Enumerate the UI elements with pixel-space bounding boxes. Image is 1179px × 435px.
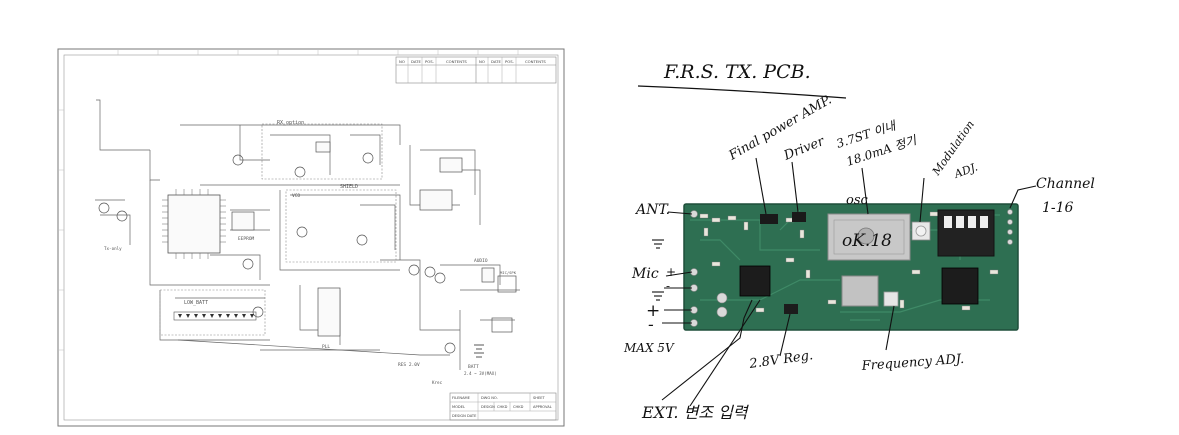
label-tx-only: Tx-only — [104, 246, 122, 251]
label-low-batt: LOW_BATT — [184, 300, 208, 306]
annotation-leaders — [661, 157, 1037, 407]
label-audio: AUDIO — [474, 258, 488, 264]
label-mic-spk: MIC/SPK — [500, 270, 517, 275]
rev-header-contents: CONTENTS — [446, 59, 467, 64]
label-final-power-amp: Final power AMP. — [726, 93, 835, 164]
crystal-can — [841, 275, 879, 307]
ground-symbols — [652, 239, 664, 301]
board-substrate — [683, 203, 1019, 331]
right-edge-pins — [1007, 209, 1013, 245]
label-driver: Driver — [781, 134, 827, 164]
label-mic: Mic — [631, 266, 659, 282]
driver-transistor — [792, 212, 806, 222]
label-res: RES 2.0V — [398, 362, 420, 368]
main-ic — [162, 189, 226, 259]
tb-chkd-2: CHKD — [513, 405, 524, 409]
schematic-sheet: NO DATE POS. CONTENTS NO DATE POS. CONTE… — [57, 48, 565, 427]
label-ant: ANT. — [634, 202, 670, 218]
label-mic-plus: + — [666, 265, 676, 279]
tb-approval: APPROVAL — [533, 405, 552, 409]
dip-switch-toggles — [944, 216, 988, 228]
rev-header-no-2: NO — [479, 59, 485, 64]
label-plus: + — [646, 301, 660, 321]
audio-ic — [481, 267, 495, 283]
transistors — [98, 152, 456, 354]
regulator-chip — [784, 304, 798, 314]
schematic-wiring — [95, 99, 520, 370]
pll-ic — [317, 287, 341, 337]
low-batt-led-bar — [173, 311, 257, 321]
regulator-ic — [439, 157, 463, 173]
title-block: FILENAME DWG NO. SHEET MODEL DESIGN CHKD… — [449, 392, 557, 421]
revision-table: NO DATE POS. CONTENTS NO DATE POS. CONTE… — [395, 56, 557, 84]
label-small-note: Krec — [432, 380, 443, 385]
oscillator-trim — [857, 227, 875, 245]
tb-sheet: SHEET — [533, 396, 546, 400]
label-minus: - — [648, 315, 654, 335]
title-underline — [637, 85, 847, 99]
tb-filename: FILENAME — [452, 396, 471, 400]
label-osc: osc — [846, 193, 868, 208]
label-max-5v: MAX 5V — [623, 341, 675, 355]
eeprom-ic — [231, 211, 255, 231]
label-mic-minus: - — [666, 279, 670, 293]
final-amp-transistor — [760, 214, 778, 224]
rev-header-contents-2: CONTENTS — [525, 59, 546, 64]
rev-header-no: NO — [399, 59, 405, 64]
rf-ic — [419, 189, 453, 211]
label-channel: Channel — [1036, 176, 1095, 192]
label-shield: SHIELD — [340, 184, 358, 190]
label-channel-range: 1-16 — [1042, 200, 1074, 216]
tb-design: DESIGN — [481, 405, 495, 409]
tb-chkd: CHKD — [497, 405, 508, 409]
label-vco: VCO — [292, 193, 300, 199]
sheet-border — [57, 48, 565, 427]
modulation-trimmer-knob — [915, 225, 927, 237]
oscillator-shield-inner — [833, 219, 905, 255]
rev-header-pos-2: POS. — [505, 59, 514, 64]
jack-symbol — [491, 317, 513, 333]
audio-ic-chip — [739, 265, 771, 297]
label-modulation-adj: ADJ. — [952, 160, 980, 181]
speaker-symbol — [497, 275, 517, 293]
label-ext-mod-input: EXT. 변조 입력 — [641, 403, 750, 422]
sheet-inner-border — [63, 54, 559, 421]
frequency-trimmer — [883, 291, 899, 307]
crystal — [315, 141, 331, 153]
smd-components — [699, 211, 999, 313]
battery-symbol — [474, 344, 484, 358]
tb-model: MODEL — [452, 405, 465, 409]
rev-header-date-2: DATE — [491, 59, 501, 64]
tb-dwgno: DWG NO. — [481, 396, 498, 400]
label-batt-range: 2.4 ~ 3V(MAX) — [464, 371, 497, 376]
pll-ic-chip — [941, 267, 979, 305]
label-eeprom: EEPROM — [238, 236, 255, 242]
pcb-title: F.R.S. TX. PCB. — [663, 61, 811, 83]
rev-header-pos: POS. — [425, 59, 434, 64]
ok-mark: oK.18 — [842, 231, 892, 251]
schematic-section-boxes — [159, 123, 397, 336]
pcb-annotated-photo: F.R.S. TX. PCB. — [623, 61, 1095, 422]
label-pll: PLL — [322, 344, 330, 350]
left-edge-pads — [690, 210, 728, 327]
label-rx-option: RX_option — [277, 120, 304, 126]
label-batt: BATT — [468, 364, 479, 370]
label-2-8v-reg: 2.8V Reg. — [747, 348, 814, 372]
rev-header-date: DATE — [411, 59, 421, 64]
label-frequency-adj: Frequency ADJ. — [860, 352, 964, 374]
sheet-ruler — [58, 49, 519, 351]
pcb-board — [683, 203, 1019, 331]
tb-design-date: DESIGN DATE — [452, 414, 477, 418]
